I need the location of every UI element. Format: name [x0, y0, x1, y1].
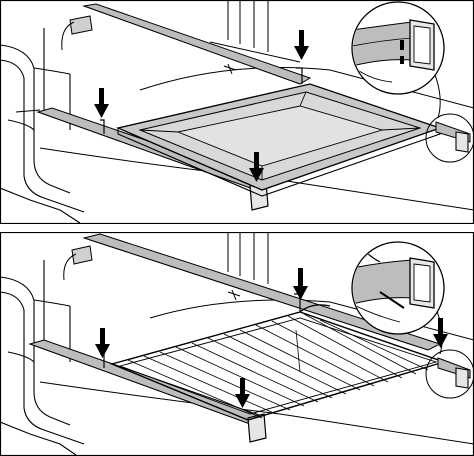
oven-side-wall	[0, 28, 85, 224]
rail-right-end	[437, 357, 471, 389]
arrow-down-icon	[94, 88, 109, 118]
arrow-down-icon	[294, 30, 309, 60]
rail-front-end-cap	[247, 413, 267, 443]
arrow-down-icon	[235, 378, 250, 408]
rail-back	[61, 3, 312, 85]
arrow-down-icon	[249, 152, 264, 182]
rail-right-end	[435, 121, 471, 153]
rail-roller	[223, 63, 237, 75]
rail-front	[28, 339, 267, 443]
baking-tray-illustration	[0, 0, 474, 224]
magnifier-circle	[425, 113, 474, 163]
hook-back	[296, 67, 303, 84]
panel-wire-rack	[0, 232, 474, 456]
oven-side-wall	[0, 260, 85, 456]
detail-inset	[351, 241, 445, 335]
magnifier-circle	[425, 349, 474, 399]
arrow-down-icon	[433, 318, 448, 348]
baking-tray	[115, 83, 443, 197]
arrow-down-icon	[95, 328, 110, 358]
wire-rack	[109, 304, 447, 421]
panel-baking-tray	[0, 0, 474, 224]
wire-rack-illustration	[0, 232, 474, 456]
detail-inset	[351, 1, 445, 95]
hook-front	[100, 119, 105, 134]
oven-back-wall	[39, 0, 474, 211]
arrow-down-icon	[293, 268, 308, 300]
